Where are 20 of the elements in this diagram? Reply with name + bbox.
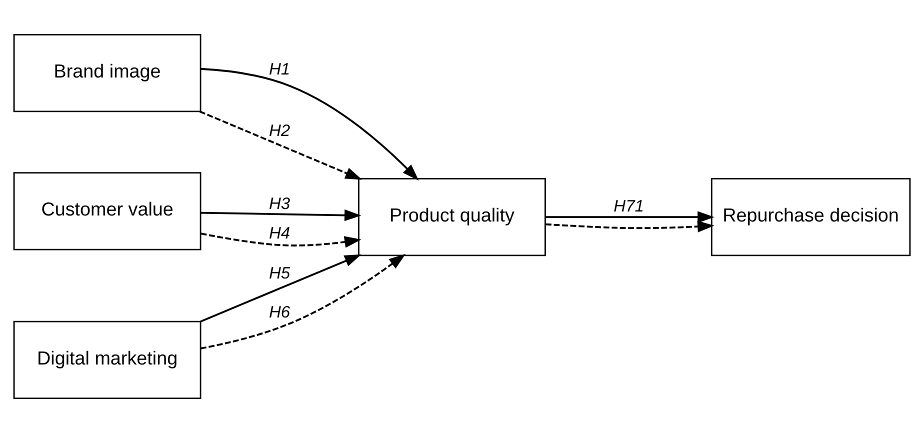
arrow — [200, 253, 406, 349]
edge-label: H6 — [268, 302, 290, 322]
arrow — [200, 208, 361, 221]
node-box: Digital marketing — [12, 320, 201, 398]
arrow — [200, 67, 418, 180]
arrow — [198, 110, 362, 180]
edge-label: H2 — [268, 120, 290, 140]
node-box: Product quality — [358, 178, 546, 256]
node-box: Repurchase decision — [710, 178, 910, 256]
arrow — [200, 232, 361, 248]
arrow — [545, 220, 714, 232]
edge-label: H4 — [268, 223, 290, 242]
arrow — [200, 254, 361, 322]
arrow — [544, 210, 714, 222]
node-box: Customer value — [12, 172, 201, 250]
edge-label: H1 — [268, 59, 290, 78]
edge-label: H3 — [268, 194, 290, 213]
edge-label: H71 — [613, 196, 644, 215]
node-box: Brand image — [12, 34, 201, 112]
edge-label: H5 — [268, 263, 290, 282]
